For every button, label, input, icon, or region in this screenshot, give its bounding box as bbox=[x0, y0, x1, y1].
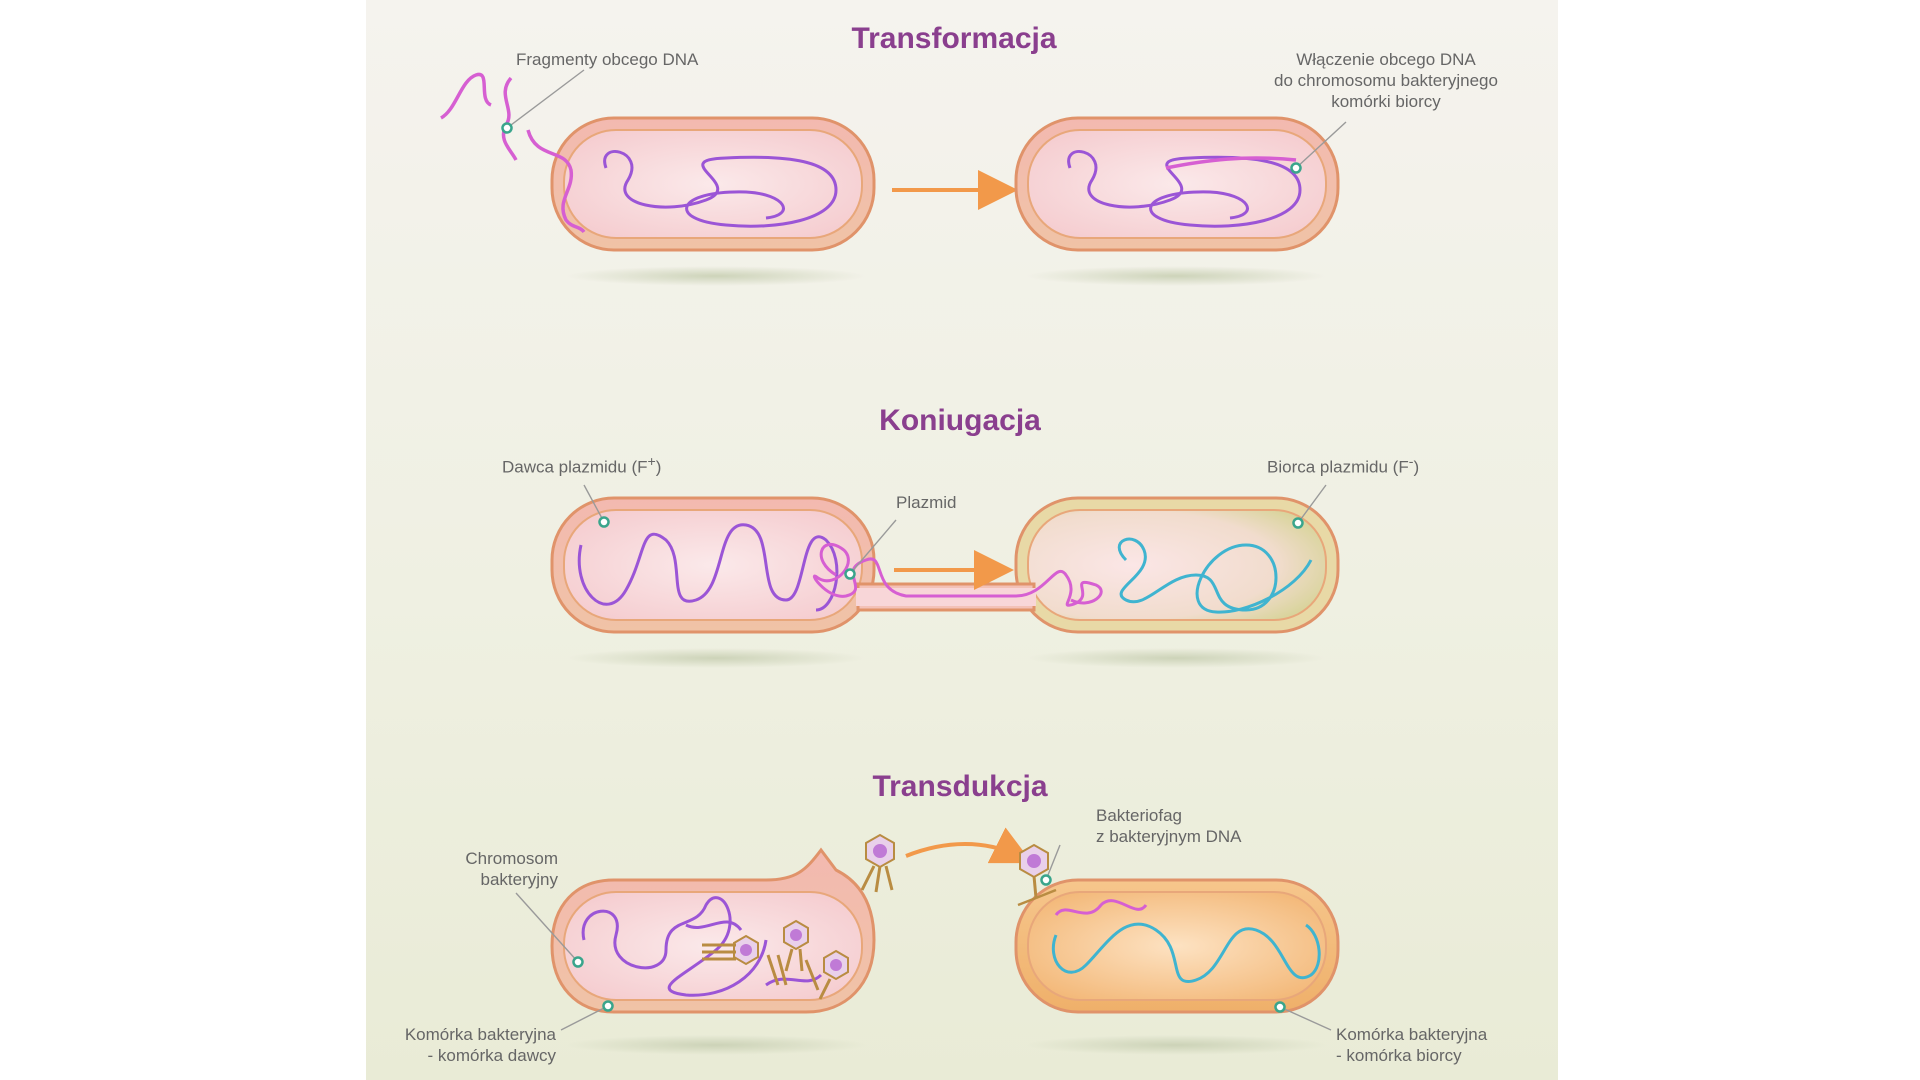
pointer-donor-cell bbox=[602, 1000, 614, 1012]
transduction-recipient-cell bbox=[1014, 878, 1340, 1014]
transformation-cell-right bbox=[1014, 116, 1340, 252]
label-bacterial-chromosome: Chromosom bakteryjny bbox=[406, 848, 558, 890]
label-recipient-cell-line-2: - komórka biorcy bbox=[1336, 1046, 1462, 1065]
label-donor-cell-line-2: - komórka dawcy bbox=[427, 1046, 556, 1065]
label-recipient-cell: Komórka bakteryjna - komórka biorcy bbox=[1336, 1024, 1487, 1066]
label-plasmid: Plazmid bbox=[896, 493, 957, 512]
chromosome-dna bbox=[603, 150, 838, 228]
label-plasmid-donor-text: Dawca plazmidu (F bbox=[502, 457, 648, 477]
donor-chromosome bbox=[577, 523, 839, 612]
label-integration: Włączenie obcego DNA do chromosomu bakte… bbox=[1266, 49, 1506, 112]
conjugation-section bbox=[550, 484, 1340, 668]
label-recipient-cell-line-1: Komórka bakteryjna bbox=[1336, 1025, 1488, 1044]
leader-fragments bbox=[506, 69, 585, 129]
label-donor-cell: Komórka bakteryjna - komórka dawcy bbox=[366, 1024, 556, 1066]
leader-integration bbox=[1295, 121, 1347, 169]
pointer-chromosome bbox=[572, 956, 584, 968]
leader-donor-cell bbox=[560, 1005, 609, 1031]
integrated-foreign-dna bbox=[1165, 156, 1297, 170]
label-chromosome-line-1: Chromosom bbox=[465, 849, 558, 868]
title-conjugation: Koniugacja bbox=[879, 404, 1041, 437]
diagram-panel: Transformacja Koniugacja Transdukcja Fra… bbox=[366, 0, 1558, 1080]
pointer-integration bbox=[1290, 162, 1302, 174]
pointer-recipient bbox=[1292, 517, 1304, 529]
title-transformation: Transformacja bbox=[851, 22, 1057, 55]
donor-shadow-trans bbox=[566, 1035, 866, 1055]
pointer-phage bbox=[1040, 874, 1052, 886]
transduction-arrow bbox=[905, 827, 1033, 864]
donor-shadow-conj bbox=[566, 648, 866, 668]
plasmid-dna bbox=[812, 542, 1103, 607]
recipient-chromosome bbox=[1117, 537, 1313, 614]
recipient-shadow-conj bbox=[1026, 648, 1326, 668]
label-chromosome-line-2: bakteryjny bbox=[480, 870, 558, 889]
label-plasmid-recipient: Biorca plazmidu (F-) bbox=[1267, 452, 1419, 478]
leader-recipient bbox=[1297, 484, 1327, 524]
label-integration-line-3: komórki biorcy bbox=[1331, 92, 1441, 111]
label-plasmid-recipient-sup: - bbox=[1408, 454, 1414, 470]
pointer-recipient-cell bbox=[1274, 1001, 1286, 1013]
transduction-section bbox=[515, 827, 1340, 1055]
label-integration-line-1: Włączenie obcego DNA bbox=[1296, 50, 1476, 69]
transduced-dna bbox=[1054, 899, 1148, 917]
pointer-fragments bbox=[501, 122, 513, 134]
label-plasmid-donor-sup: + bbox=[647, 454, 656, 470]
leader-chromosome bbox=[515, 892, 579, 963]
label-phage-line-2: z bakteryjnym DNA bbox=[1096, 827, 1242, 846]
attached-phage bbox=[1017, 843, 1057, 907]
leader-phage bbox=[1045, 844, 1061, 881]
label-donor-cell-line-1: Komórka bakteryjna bbox=[404, 1025, 556, 1044]
escaping-phage bbox=[860, 833, 895, 893]
pointer-donor bbox=[598, 516, 610, 528]
label-plasmid-recipient-text: Biorca plazmidu (F bbox=[1267, 457, 1409, 477]
title-transduction: Transdukcja bbox=[872, 770, 1048, 803]
recipient-shadow-trans bbox=[1026, 1035, 1326, 1055]
transformation-section bbox=[439, 69, 1347, 286]
diagram-canvas bbox=[439, 69, 1347, 1055]
label-foreign-dna-fragments: Fragmenty obcego DNA bbox=[516, 50, 699, 69]
conjugation-recipient-cell bbox=[1014, 496, 1340, 634]
phages-inside-donor bbox=[702, 919, 849, 1000]
label-plasmid-donor-end: ) bbox=[655, 457, 662, 477]
donor-cell-shadow bbox=[566, 266, 866, 286]
label-phage-line-1: Bakteriofag bbox=[1096, 806, 1182, 825]
transformation-cell-left bbox=[550, 116, 876, 252]
label-bacteriophage: Bakteriofag z bakteryjnym DNA bbox=[1096, 805, 1241, 847]
leader-donor bbox=[583, 484, 605, 523]
label-integration-line-2: do chromosomu bakteryjnego bbox=[1274, 71, 1498, 90]
conjugation-donor-cell bbox=[550, 496, 876, 634]
pointer-plasmid bbox=[844, 568, 856, 580]
label-plasmid-donor: Dawca plazmidu (F+) bbox=[502, 452, 661, 478]
recipient-chromosome-trans bbox=[1051, 922, 1321, 984]
leader-plasmid bbox=[849, 519, 897, 575]
donor-chromosome-fragmented bbox=[581, 896, 768, 997]
recipient-cell-shadow bbox=[1026, 266, 1326, 286]
leader-recipient-cell bbox=[1279, 1006, 1332, 1031]
label-plasmid-recipient-end: ) bbox=[1413, 457, 1420, 477]
